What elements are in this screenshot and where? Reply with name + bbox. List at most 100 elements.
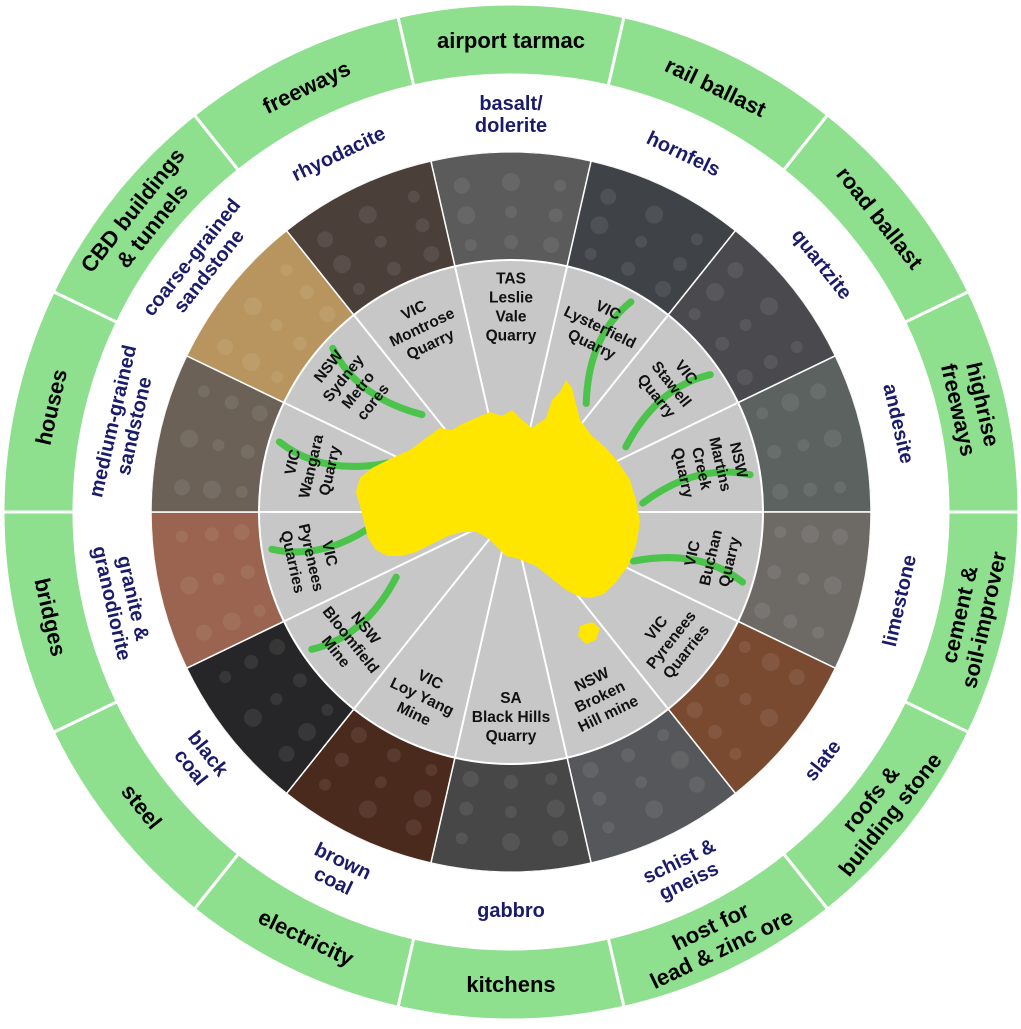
rock-texture-dot (504, 775, 518, 789)
rock-texture-dot (590, 216, 609, 235)
use-label: kitchens (466, 972, 555, 997)
rock-texture-dot (386, 748, 401, 763)
source-label: SA (500, 690, 522, 707)
rock-texture-dot (374, 235, 387, 248)
rock-texture-dot (233, 524, 250, 541)
rock-texture-dot (358, 205, 377, 224)
rock-texture-dot (240, 565, 255, 580)
rock-texture-dot (657, 729, 670, 742)
rock-texture-dot (621, 748, 636, 763)
rock-texture-dot (756, 407, 769, 420)
rock-texture-dot (317, 231, 334, 248)
rock-texture-dot (767, 565, 782, 580)
rock-texture-dot (292, 673, 307, 688)
rock-texture-dot (763, 355, 778, 369)
rock-texture-dot (502, 833, 520, 851)
source-label: Quarry (486, 728, 537, 745)
rock-texture-dot (760, 297, 779, 316)
rock-texture-dot (504, 235, 518, 249)
rock-texture-dot (197, 385, 210, 398)
disk-edge (258, 259, 764, 765)
rock-texture-dot (645, 205, 664, 224)
rock-label: dolerite (475, 115, 547, 137)
rock-texture-dot (374, 776, 387, 789)
rock-texture-dot (690, 233, 703, 246)
source-label: VIC (682, 539, 704, 568)
rock-texture-dot (505, 806, 517, 818)
rock-texture-dot (235, 485, 248, 498)
rock-texture-dot (715, 336, 730, 351)
rock-texture-dot (464, 239, 477, 252)
rock-texture-dot (253, 604, 266, 617)
rock-texture-dot (413, 789, 432, 808)
rock-texture-dot (715, 673, 730, 688)
rock-texture-dot (222, 612, 241, 631)
rock-texture-dot (781, 393, 800, 412)
rock-texture-dot (459, 801, 474, 816)
rock-texture-dot (180, 429, 199, 448)
source-label: VIC (282, 448, 304, 477)
source-label: Vale (495, 309, 526, 326)
rock-texture-dot (270, 318, 283, 331)
rock-texture-dot (788, 669, 805, 685)
rock-texture-dot (801, 525, 820, 544)
rock-texture-dot (202, 480, 221, 499)
rock-texture-dot (333, 255, 352, 274)
rock-texture-dot (407, 190, 420, 203)
australia-map (356, 380, 640, 598)
rock-texture-dot (832, 528, 849, 545)
rock-texture-dot (772, 483, 789, 500)
rock-texture-dot (217, 339, 234, 355)
rock-texture-dot (767, 444, 782, 459)
rock-texture-dot (803, 482, 818, 497)
rock-texture-dot (797, 439, 810, 452)
swoosh-4 (630, 554, 747, 586)
rock-texture-dot (584, 247, 597, 260)
rock-label-group-7: gabbro (477, 900, 545, 922)
rock-texture-dot (212, 439, 225, 452)
source-label: TAS (496, 271, 526, 288)
rock-texture-dot (280, 264, 293, 277)
rock-texture-dot (243, 708, 262, 727)
rock-texture-dot (823, 429, 842, 448)
rock-texture-dot (457, 206, 476, 225)
rock-texture-dot (672, 257, 687, 272)
rock-texture-dot (739, 318, 752, 331)
swoosh-3 (639, 468, 754, 507)
swoosh-11 (275, 438, 392, 470)
rock-texture-dot (335, 752, 350, 767)
rock-texture-dot (358, 800, 377, 819)
rock-texture-dot (635, 235, 648, 248)
rock-texture-dot (240, 444, 255, 459)
rock-texture-dot (736, 369, 753, 385)
use-label: airport tarmac (437, 28, 585, 53)
rock-texture-dot (455, 832, 468, 845)
rock-texture-dot (505, 206, 517, 218)
swoosh-9 (308, 573, 400, 653)
source-label: VIC (318, 539, 340, 568)
rock-texture-dot (738, 641, 751, 653)
rock-texture-dot (543, 237, 560, 254)
rock-texture-dot (219, 671, 232, 683)
rock-texture-dot (761, 653, 780, 671)
rock-texture-dot (425, 764, 438, 777)
rock-texture-dot (350, 727, 367, 744)
rock-texture-dot (278, 745, 295, 762)
use-segment-13 (192, 14, 416, 173)
rock-texture-dot (224, 395, 239, 410)
rock-texture-dot (645, 800, 664, 819)
rock-texture-dot (797, 572, 810, 585)
rock-texture-dot (592, 791, 607, 806)
divider-line (353, 511, 512, 710)
rock-texture-dot (708, 724, 723, 739)
rock-texture-dot (655, 280, 672, 297)
rock-texture-dot (552, 830, 569, 847)
rock-texture-dot (242, 353, 261, 371)
rock-texture-dot (621, 261, 636, 276)
use-label-group-7: kitchens (466, 972, 555, 997)
rock-texture-dot (244, 655, 259, 669)
